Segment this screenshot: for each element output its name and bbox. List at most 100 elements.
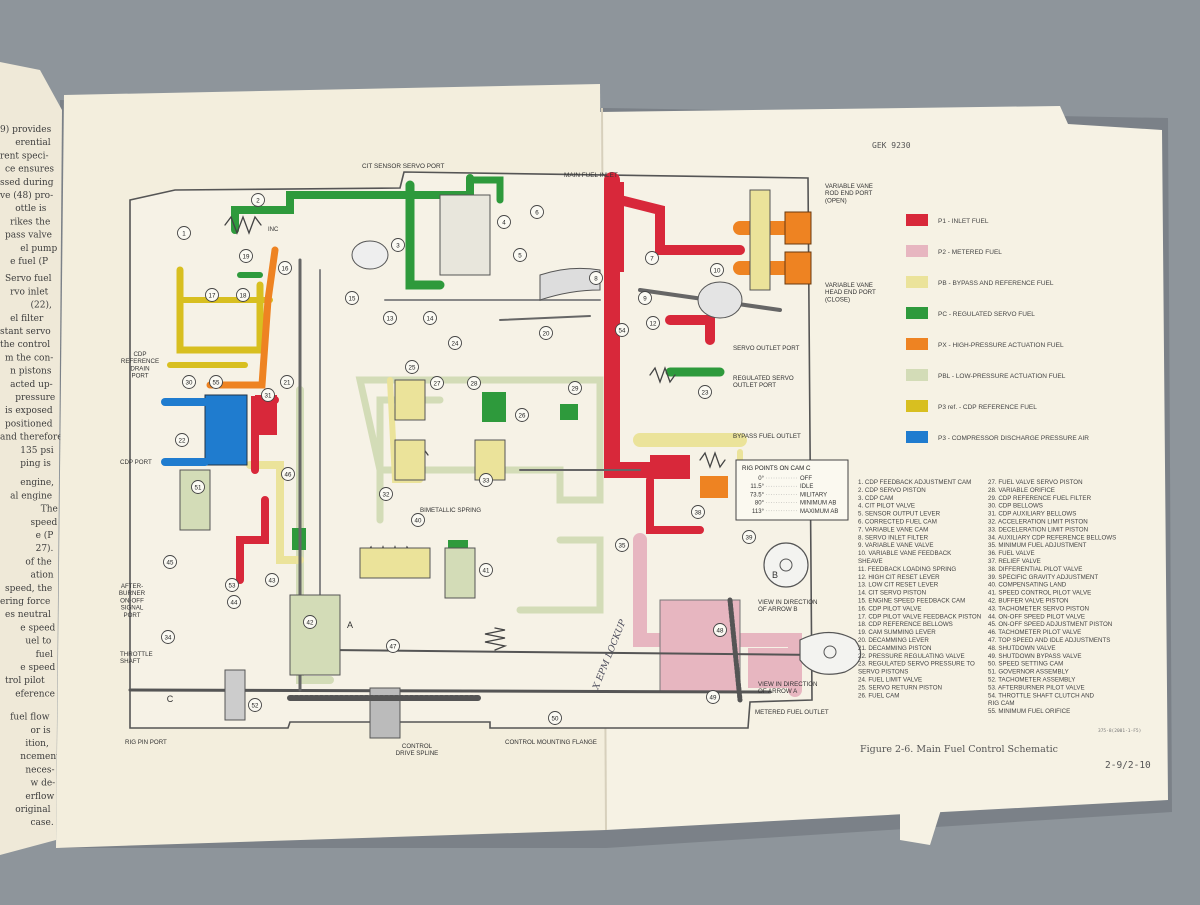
- callout-number: 42: [307, 619, 314, 626]
- callout-8: 8: [589, 271, 603, 285]
- left-page-line: or is: [31, 726, 51, 736]
- label-main-fuel-inlet: MAIN FUEL INLET: [564, 172, 618, 179]
- parts-list-entry: 42. BUFFER VALVE PISTON: [988, 598, 1068, 605]
- callout-45: 45: [163, 555, 177, 569]
- label-afterburner-signal: ON-OFF: [120, 597, 144, 604]
- callout-44: 44: [227, 595, 241, 609]
- parts-list-entry: 51. GOVERNOR ASSEMBLY: [988, 669, 1069, 676]
- left-page-line: acted up-: [10, 380, 53, 390]
- rig-row-angle: 11.5°: [750, 484, 764, 490]
- left-page-line: ce ensures: [5, 165, 54, 175]
- parts-list-entry: SHEAVE: [858, 558, 883, 565]
- parts-list-entry: 50. SPEED SETTING CAM: [988, 661, 1063, 668]
- callout-34: 34: [161, 630, 175, 644]
- parts-list-entry: 15. ENGINE SPEED FEEDBACK CAM: [858, 598, 965, 605]
- schematic: [128, 171, 862, 739]
- parts-list-entry: 36. FUEL VALVE: [988, 550, 1035, 557]
- label-variable-vane-rod-end: VARIABLE VANE: [825, 183, 873, 190]
- callout-number: 28: [471, 380, 478, 387]
- left-page-line: is exposed: [5, 406, 53, 416]
- document-number: GEK 9230: [872, 141, 911, 150]
- callout-4: 4: [497, 215, 511, 229]
- left-page-line: el pump: [20, 244, 57, 254]
- rig-points-table: RIG POINTS ON CAM C0°OFF11.5°IDLE73.5°MI…: [742, 465, 838, 515]
- parts-list-entry: 34. AUXILIARY CDP REFERENCE BELLOWS: [988, 534, 1116, 541]
- left-page-line: and therefore: [0, 433, 63, 443]
- label-view-arrow-b: VIEW IN DIRECTION: [758, 599, 817, 606]
- left-page-line: uel to: [25, 637, 51, 647]
- parts-list-entry: 49. SHUTDOWN BYPASS VALVE: [988, 653, 1082, 660]
- left-page-line: speed: [31, 518, 58, 528]
- parts-list-entry: 29. CDP REFERENCE FUEL FILTER: [988, 495, 1092, 502]
- left-page-line: pressure: [15, 393, 55, 403]
- callout-number: 54: [619, 327, 626, 334]
- callout-number: 6: [535, 209, 539, 216]
- left-page-line: speed, the: [5, 584, 52, 594]
- callout-number: 39: [746, 534, 753, 541]
- parts-list-entry: 43. TACHOMETER SERVO PISTON: [988, 605, 1089, 612]
- callout-number: 41: [483, 567, 490, 574]
- parts-list-entry: 35. MINIMUM FUEL ADJUSTMENT: [988, 542, 1087, 549]
- figure-caption: Figure 2-6. Main Fuel Control Schematic: [860, 744, 1058, 755]
- callout-15: 15: [345, 291, 359, 305]
- torn-flap: [900, 780, 944, 845]
- callout-number: 49: [710, 694, 717, 701]
- label-control-drive-spline: DRIVE SPLINE: [396, 750, 439, 757]
- parts-list-entry: 5. SENSOR OUTPUT LEVER: [858, 511, 941, 518]
- left-page-line: rvo inlet: [10, 287, 49, 297]
- legend-item: P3 ref. - CDP REFERENCE FUEL: [906, 400, 1037, 412]
- left-page-line: ation: [31, 571, 54, 581]
- callout-number: 21: [284, 379, 291, 386]
- callout-30: 30: [182, 375, 196, 389]
- left-page-line: e fuel (P: [10, 256, 48, 267]
- parts-list-entry: SERVO PISTONS: [858, 669, 908, 676]
- passage-cdp-reference: [176, 266, 264, 354]
- parts-list-entry: 7. VARIABLE VANE CAM: [858, 526, 928, 533]
- left-page-line: eference: [15, 689, 55, 699]
- left-page-line: positioned: [5, 419, 53, 429]
- callout-32: 32: [379, 487, 393, 501]
- label-variable-vane-rod-end: ROD END PORT: [825, 190, 873, 197]
- label-throttle-shaft: SHAFT: [120, 658, 141, 665]
- rig-row-angle: 73.5°: [750, 492, 765, 498]
- callout-number: 16: [282, 265, 289, 272]
- left-page-line: ncement: [20, 752, 60, 762]
- callout-number: 18: [240, 292, 247, 299]
- page-number: 2-9/2-10: [1105, 760, 1151, 771]
- callout-13: 13: [383, 311, 397, 325]
- parts-list-entry: 4. CIT PILOT VALVE: [858, 503, 915, 510]
- label-variable-vane-head-end: HEAD END PORT: [825, 289, 876, 296]
- legend-item: PC - REGULATED SERVO FUEL: [906, 307, 1035, 319]
- parts-list-entry: 9. VARIABLE VANE VALVE: [858, 542, 934, 549]
- parts-list-entry: 26. FUEL CAM: [858, 692, 899, 699]
- callout-7: 7: [645, 251, 659, 265]
- callout-number: 52: [252, 702, 259, 709]
- callout-number: 40: [415, 517, 422, 524]
- callout-number: 33: [483, 477, 490, 484]
- callout-number: 50: [552, 715, 559, 722]
- label-metered-fuel-outlet: METERED FUEL OUTLET: [755, 709, 829, 716]
- label-inc: INC: [268, 227, 279, 233]
- left-page-line: ering force: [0, 597, 50, 607]
- label-afterburner-signal: BURNER: [119, 590, 146, 597]
- callout-51: 51: [191, 480, 205, 494]
- label-variable-vane-rod-end: (OPEN): [825, 197, 847, 204]
- left-page-line: w de-: [31, 779, 56, 789]
- legend-label: PB - BYPASS AND REFERENCE FUEL: [938, 280, 1054, 287]
- callout-number: 43: [269, 577, 276, 584]
- callout-55: 55: [209, 375, 223, 389]
- legend-swatch: [906, 431, 928, 443]
- legend-item: PBL - LOW-PRESSURE ACTUATION FUEL: [906, 369, 1066, 381]
- callout-number: 1: [182, 230, 186, 237]
- callout-number: 25: [409, 364, 416, 371]
- callout-number: 30: [186, 379, 193, 386]
- legend-swatch: [906, 338, 928, 350]
- parts-list-entry: 10. VARIABLE VANE FEEDBACK: [858, 550, 952, 557]
- left-page-line: neces-: [25, 765, 54, 775]
- rig-row-label: OFF: [800, 476, 812, 482]
- callout-number: 9: [643, 295, 647, 302]
- rig-row-angle: 80°: [755, 501, 765, 507]
- parts-list-entry: 3. CDP CAM: [858, 495, 893, 502]
- callout-52: 52: [248, 698, 262, 712]
